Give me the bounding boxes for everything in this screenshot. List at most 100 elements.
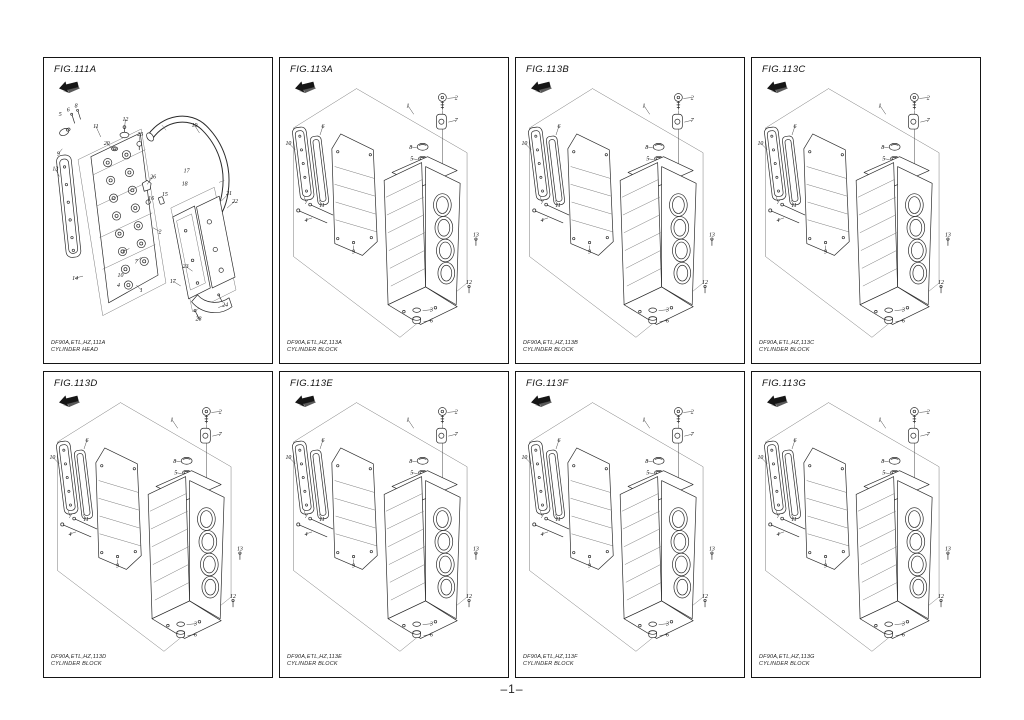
svg-text:4: 4 [305,531,308,538]
svg-text:13: 13 [237,547,243,553]
panel-caption: DF90A,ETL,HZ,113F CYLINDER BLOCK [523,654,578,668]
caption-model: DF90A,ETL,HZ,113F [523,653,578,660]
svg-text:19: 19 [192,123,198,129]
caption-part: CYLINDER BLOCK [759,660,810,667]
svg-text:3: 3 [429,622,433,628]
svg-text:3: 3 [429,308,433,314]
svg-text:1: 1 [642,417,645,423]
svg-text:9: 9 [57,152,60,158]
caption-model: DF90A,ETL,HZ,113D [51,653,107,660]
caption-model: DF90A,ETL,HZ,113C [759,339,815,346]
panel-caption: DF90A,ETL,HZ,111A CYLINDER HEAD [51,340,106,354]
svg-text:9: 9 [352,563,355,569]
svg-text:1: 1 [170,417,173,423]
svg-text:13: 13 [945,233,951,239]
svg-text:13: 13 [52,167,58,173]
caption-part: CYLINDER BLOCK [523,660,574,667]
fig-label: FIG.111A [54,64,97,75]
svg-text:11: 11 [555,517,561,523]
svg-text:6: 6 [430,319,433,325]
svg-text:5: 5 [410,471,413,477]
svg-text:5: 5 [882,157,885,163]
svg-text:1: 1 [406,103,409,109]
svg-text:11: 11 [791,517,797,523]
fig-label: FIG.113D [54,378,98,389]
fwd-arrow-icon [528,78,554,95]
svg-text:13: 13 [709,547,715,553]
svg-text:7: 7 [455,118,459,124]
panel-fig-113b: FIG.113B [515,57,745,364]
svg-text:1: 1 [406,417,409,423]
svg-text:10: 10 [521,455,527,461]
svg-text:1: 1 [642,103,645,109]
svg-text:5: 5 [410,157,413,163]
svg-text:10: 10 [49,455,55,461]
svg-text:10: 10 [285,455,291,461]
svg-text:3: 3 [901,622,905,628]
svg-text:3: 3 [665,622,669,628]
svg-text:11: 11 [791,203,797,209]
fig-label: FIG.113E [290,378,334,389]
fwd-arrow-icon [764,392,790,409]
svg-text:8: 8 [881,459,884,465]
caption-part: CYLINDER BLOCK [287,346,338,353]
svg-text:10: 10 [285,141,291,147]
panel-fig-113e: FIG.113E [279,371,509,678]
svg-text:4: 4 [305,217,308,224]
svg-text:21: 21 [226,191,232,197]
svg-text:11: 11 [555,203,561,209]
svg-text:7: 7 [219,432,223,438]
svg-text:12: 12 [466,280,472,286]
svg-text:10: 10 [521,141,527,147]
figure-grid: FIG.111A [43,57,981,678]
svg-text:14: 14 [72,275,78,282]
svg-text:13: 13 [945,547,951,553]
fwd-arrow-icon [764,78,790,95]
svg-text:6: 6 [321,124,324,130]
svg-text:10: 10 [118,273,124,279]
panel-caption: DF90A,ETL,HZ,113B CYLINDER BLOCK [523,340,578,354]
svg-text:6: 6 [194,633,197,639]
svg-text:7: 7 [777,200,781,206]
fig-label: FIG.113B [526,64,570,75]
svg-text:8: 8 [881,145,884,151]
svg-text:2: 2 [927,95,930,101]
caption-part: CYLINDER BLOCK [759,346,810,353]
svg-text:11: 11 [83,517,89,523]
panel-fig-113a: FIG.113A [279,57,509,364]
svg-text:8: 8 [645,459,648,465]
svg-text:7: 7 [541,514,545,520]
svg-text:6: 6 [557,438,560,444]
panel-caption: DF90A,ETL,HZ,113E CYLINDER BLOCK [287,654,342,668]
svg-text:9: 9 [116,563,119,569]
svg-text:18: 18 [182,181,188,187]
svg-text:4: 4 [541,217,544,224]
panel-fig-113f: FIG.113F [515,371,745,678]
svg-text:4: 4 [117,282,120,289]
svg-text:5: 5 [59,112,62,118]
svg-text:9: 9 [588,249,591,255]
svg-text:3: 3 [193,622,197,628]
svg-text:13: 13 [473,547,479,553]
svg-text:5: 5 [646,471,649,477]
caption-model: DF90A,ETL,HZ,111A [51,339,106,346]
panel-caption: DF90A,ETL,HZ,113G CYLINDER BLOCK [759,654,815,668]
caption-part: CYLINDER BLOCK [287,660,338,667]
svg-text:4: 4 [69,531,72,538]
svg-text:2: 2 [691,409,694,415]
caption-part: CYLINDER HEAD [51,346,99,353]
svg-text:2: 2 [455,409,458,415]
svg-text:6: 6 [902,633,905,639]
fig-label: FIG.113F [526,378,569,389]
svg-text:6: 6 [666,633,669,639]
svg-text:6: 6 [902,319,905,325]
svg-text:9: 9 [824,563,827,569]
svg-text:7: 7 [927,432,931,438]
svg-text:13: 13 [709,233,715,239]
